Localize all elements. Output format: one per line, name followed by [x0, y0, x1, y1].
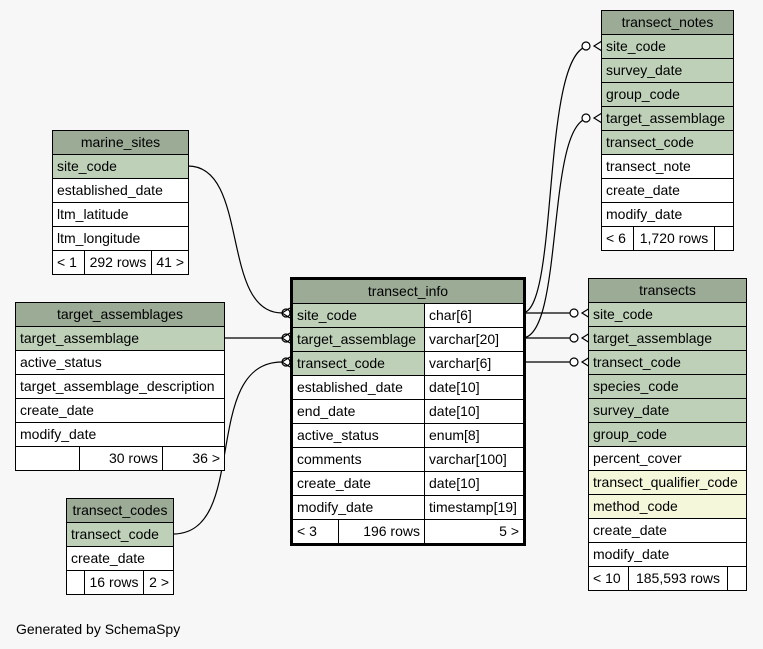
column-name: target_assemblage — [20, 330, 140, 346]
table-transect-codes[interactable]: transect_codes transect_code create_date… — [66, 498, 174, 595]
column-name: established_date — [293, 376, 425, 399]
column-type: varchar[100] — [429, 451, 507, 467]
children-count: 36 > — [192, 450, 220, 466]
edge-notes-target-assemblage — [521, 117, 591, 339]
table-title[interactable]: transect_codes — [67, 499, 173, 523]
table-title[interactable]: transect_notes — [602, 11, 733, 35]
column-name: modify_date — [606, 206, 683, 222]
edge-marine-sites-site-code — [187, 165, 283, 314]
children-count — [715, 227, 733, 250]
column-name: established_date — [57, 182, 163, 198]
crowfoot-icon — [580, 307, 591, 319]
column-name: transect_code — [71, 526, 159, 542]
parents-count: < 10 — [589, 567, 629, 590]
column-name: group_code — [593, 426, 667, 442]
table-title[interactable]: marine_sites — [53, 131, 188, 155]
table-title[interactable]: transects — [589, 279, 746, 303]
column-name: active_status — [293, 424, 425, 447]
generated-by-label: Generated by SchemaSpy — [16, 621, 181, 637]
column-type: varchar[20] — [429, 331, 500, 347]
children-count: 41 > — [156, 254, 184, 270]
parents-count: < 3 — [293, 520, 339, 543]
column-name: survey_date — [606, 62, 683, 78]
row-count: 196 rows — [339, 520, 425, 543]
column-name: modify_date — [593, 546, 670, 562]
edge-end-circle — [581, 41, 591, 51]
column-name: target_assemblage — [606, 110, 726, 126]
column-name: transect_code — [606, 134, 694, 150]
column-name: target_assemblage_description — [20, 378, 215, 394]
crowfoot-icon — [592, 40, 603, 52]
column-name: group_code — [606, 86, 680, 102]
column-name: create_date — [606, 182, 680, 198]
column-name: transect_code — [593, 354, 681, 370]
parents-count: < 1 — [53, 251, 85, 274]
table-marine-sites[interactable]: marine_sites site_code established_date … — [52, 130, 189, 275]
row-count: 292 rows — [85, 251, 152, 274]
column-type: date[10] — [429, 379, 480, 395]
table-target-assemblages[interactable]: target_assemblages target_assemblage act… — [15, 302, 225, 471]
column-name: transect_qualifier_code — [593, 474, 738, 490]
column-name: site_code — [293, 304, 425, 327]
column-name: create_date — [593, 522, 667, 538]
edge-end-circle — [581, 113, 591, 123]
column-name: transect_note — [606, 158, 691, 174]
crowfoot-icon — [592, 112, 603, 124]
column-name: target_assemblage — [593, 330, 713, 346]
parents-count: < 6 — [602, 227, 634, 250]
row-count: 1,720 rows — [634, 227, 715, 250]
parents-count — [16, 447, 80, 470]
edge-end-circle — [569, 333, 579, 343]
column-name: ltm_longitude — [57, 230, 141, 246]
column-name: create_date — [20, 402, 94, 418]
table-title[interactable]: transect_info — [293, 280, 523, 304]
children-count: 5 > — [499, 523, 519, 539]
column-name: site_code — [606, 38, 666, 54]
parents-count — [67, 571, 85, 594]
column-type: date[10] — [429, 475, 480, 491]
column-name: site_code — [57, 158, 117, 174]
column-name: comments — [293, 448, 425, 471]
column-name: create_date — [293, 472, 425, 495]
column-name: active_status — [20, 354, 102, 370]
crowfoot-icon — [580, 332, 591, 344]
children-count: 2 > — [149, 574, 169, 590]
edge-end-circle — [569, 357, 579, 367]
column-name: survey_date — [593, 402, 670, 418]
column-name: method_code — [593, 498, 678, 514]
edge-transect-codes — [172, 361, 283, 535]
column-name: target_assemblage — [293, 328, 425, 351]
row-count: 185,593 rows — [629, 567, 728, 590]
column-name: species_code — [593, 378, 679, 394]
edge-notes-site-code — [521, 45, 591, 314]
table-transects[interactable]: transects site_code target_assemblage tr… — [588, 278, 747, 591]
column-name: transect_code — [293, 352, 425, 375]
column-name: end_date — [293, 400, 425, 423]
column-name: create_date — [71, 550, 145, 566]
table-transect-notes[interactable]: transect_notes site_code survey_date gro… — [601, 10, 734, 251]
column-name: ltm_latitude — [57, 206, 129, 222]
column-name: modify_date — [20, 426, 97, 442]
column-type: enum[8] — [429, 427, 480, 443]
column-type: varchar[6] — [429, 355, 492, 371]
crowfoot-icon — [280, 307, 291, 319]
column-name: modify_date — [293, 496, 425, 519]
column-name: percent_cover — [593, 450, 682, 466]
table-title[interactable]: target_assemblages — [16, 303, 224, 327]
children-count — [728, 567, 746, 590]
column-type: char[6] — [429, 307, 472, 323]
column-name: site_code — [593, 306, 653, 322]
row-count: 30 rows — [80, 447, 163, 470]
row-count: 16 rows — [85, 571, 144, 594]
crowfoot-icon — [580, 356, 591, 368]
column-type: date[10] — [429, 403, 480, 419]
crowfoot-icon — [280, 332, 291, 344]
column-type: timestamp[19] — [429, 499, 517, 515]
edge-end-circle — [569, 308, 579, 318]
crowfoot-icon — [280, 356, 291, 368]
